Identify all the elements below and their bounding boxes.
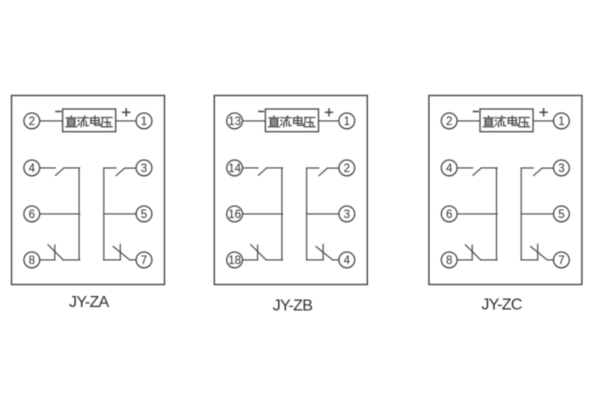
svg-text:3: 3 [558,163,564,175]
svg-text:6: 6 [29,209,35,221]
svg-text:3: 3 [344,209,350,221]
svg-text:14: 14 [228,163,241,175]
svg-text:2: 2 [446,116,452,128]
svg-text:8: 8 [29,255,35,267]
svg-text:7: 7 [141,255,147,267]
svg-text:16: 16 [228,209,241,221]
svg-text:3: 3 [141,163,147,175]
svg-text:7: 7 [558,255,564,267]
svg-text:JY-ZA: JY-ZA [69,294,110,311]
svg-text:5: 5 [558,209,564,221]
svg-text:2: 2 [344,163,350,175]
svg-text:4: 4 [344,255,351,267]
svg-text:2: 2 [29,116,35,128]
svg-text:18: 18 [228,255,241,267]
svg-text:1: 1 [344,116,350,128]
svg-text:1: 1 [558,116,564,128]
svg-text:4: 4 [446,163,453,175]
svg-text:JY-ZB: JY-ZB [273,297,313,314]
svg-text:13: 13 [228,116,241,128]
svg-text:6: 6 [446,209,452,221]
svg-text:4: 4 [29,163,36,175]
svg-text:1: 1 [141,116,147,128]
svg-text:JY-ZC: JY-ZC [481,297,522,314]
svg-text:5: 5 [141,209,147,221]
svg-text:8: 8 [446,255,452,267]
